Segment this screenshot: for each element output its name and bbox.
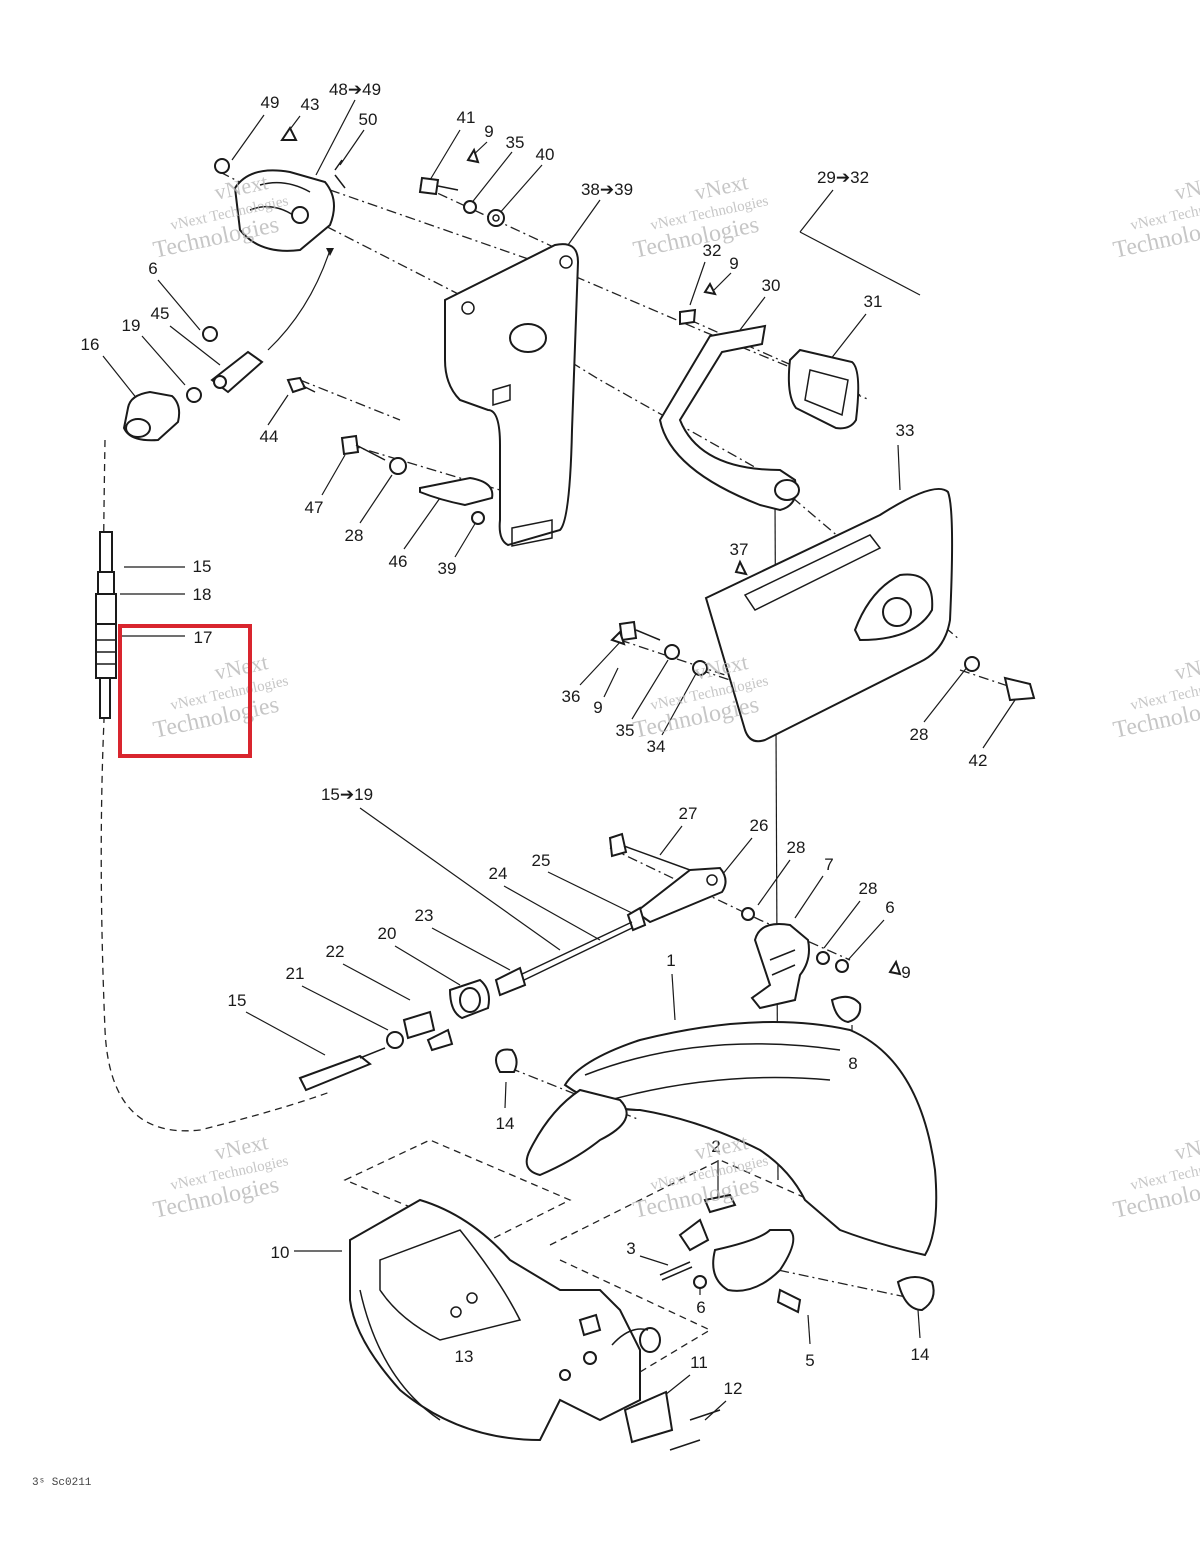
mount-bracket [750, 923, 902, 1024]
rod-linkage [298, 832, 755, 1092]
callout-c50: 50 [359, 110, 378, 129]
guard-fasteners [610, 620, 1036, 702]
watermark-6: vNext vNext Technologies Technologies [1111, 649, 1200, 744]
callout-c15a: 15 [193, 557, 212, 576]
callout-c16: 16 [81, 335, 100, 354]
lower-casing [349, 1198, 721, 1451]
callout-c47: 47 [305, 498, 324, 517]
callout-c37: 37 [730, 540, 749, 559]
cable-end-parts [122, 326, 264, 442]
callout-c9d: 9 [901, 963, 910, 982]
callout-c33: 33 [896, 421, 915, 440]
callout-c45: 45 [151, 304, 170, 323]
svg-text:vNext: vNext [1172, 1129, 1200, 1165]
callout-c41: 41 [457, 108, 476, 127]
callout-c28c: 28 [787, 838, 806, 857]
callout-c25: 25 [532, 851, 551, 870]
svg-text:vNext: vNext [1172, 649, 1200, 685]
callout-c34: 34 [647, 737, 666, 756]
callout-c27: 27 [679, 804, 698, 823]
callout-c29_32: 29➔32 [817, 168, 869, 187]
callout-c49a: 49 [261, 93, 280, 112]
callout-c6a: 6 [148, 259, 157, 278]
callout-c15_19: 15➔19 [321, 785, 373, 804]
svg-text:vNext: vNext [1172, 169, 1200, 205]
watermark-5: vNext vNext Technologies Technologies [631, 649, 770, 744]
callout-c3: 3 [626, 1239, 635, 1258]
callout-c39: 39 [438, 559, 457, 578]
callout-c42: 42 [969, 751, 988, 770]
watermark-8: vNext vNext Technologies Technologies [631, 1129, 770, 1224]
callout-c9c: 9 [593, 698, 602, 717]
highlight-box [118, 624, 252, 758]
callout-c24: 24 [489, 864, 508, 883]
callout-c18: 18 [193, 585, 212, 604]
pedal-assembly [658, 281, 860, 512]
callout-c9a: 9 [484, 122, 493, 141]
callout-c44: 44 [260, 427, 279, 446]
callout-c12: 12 [724, 1379, 743, 1398]
callout-c43: 43 [301, 95, 320, 114]
callout-c30: 30 [762, 276, 781, 295]
callout-c1: 1 [666, 951, 675, 970]
callout-c9b: 9 [729, 254, 738, 273]
watermark-9: vNext vNext Technologies Technologies [1111, 1129, 1200, 1224]
left-cable [95, 531, 117, 719]
callout-c31: 31 [864, 292, 883, 311]
callout-c14a: 14 [496, 1114, 515, 1133]
callout-c13: 13 [455, 1347, 474, 1366]
callout-c28d: 28 [859, 879, 878, 898]
callout-c46: 46 [389, 552, 408, 571]
callout-c35a: 35 [506, 133, 525, 152]
callout-c8: 8 [848, 1054, 857, 1073]
watermark-7: vNext vNext Technologies Technologies [151, 1129, 290, 1224]
guard-plate [704, 487, 954, 743]
callout-c6c: 6 [696, 1298, 705, 1317]
callout-c21: 21 [286, 964, 305, 983]
callout-c28b: 28 [910, 725, 929, 744]
callout-c7: 7 [824, 855, 833, 874]
latch-parts [659, 1193, 737, 1281]
watermark-3: vNext vNext Technologies Technologies [1111, 169, 1200, 264]
callout-c11: 11 [690, 1353, 708, 1372]
callout-c10: 10 [271, 1243, 290, 1262]
callout-c28a: 28 [345, 526, 364, 545]
watermark-2: vNext vNext Technologies Technologies [631, 169, 770, 264]
callout-c19a: 19 [122, 316, 141, 335]
callout-c35b: 35 [616, 721, 635, 740]
callout-c15b: 15 [228, 991, 247, 1010]
callout-c22: 22 [326, 942, 345, 961]
callout-c26: 26 [750, 816, 769, 835]
cable-housing-assembly [214, 126, 346, 252]
callout-c20: 20 [378, 924, 397, 943]
callout-c23: 23 [415, 906, 434, 925]
watermark-1: vNext vNext Technologies Technologies [151, 169, 290, 264]
callout-c32: 32 [703, 241, 722, 260]
callout-c6b: 6 [885, 898, 894, 917]
pedal-bracket [444, 243, 580, 547]
callout-leaders [102, 99, 1016, 1421]
main-housing [495, 1021, 938, 1314]
callout-c38_39: 38➔39 [581, 180, 633, 199]
callout-c48_49: 48➔49 [329, 80, 381, 99]
upper-fasteners [286, 147, 505, 525]
callout-c14b: 14 [911, 1345, 930, 1364]
callout-c40: 40 [536, 145, 555, 164]
callout-c5: 5 [805, 1351, 814, 1370]
callout-c2: 2 [711, 1137, 720, 1156]
callout-c17: 17 [194, 628, 213, 647]
reference-code: 3ˢ Sc0211 [32, 1477, 92, 1489]
callout-c36: 36 [562, 687, 581, 706]
